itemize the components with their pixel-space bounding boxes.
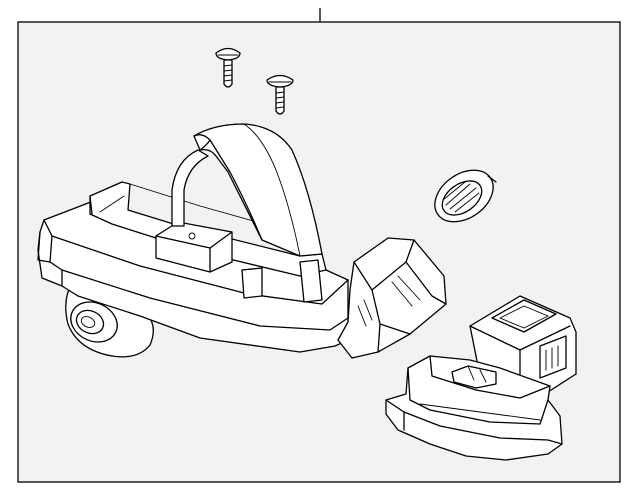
rear-camera-assembly [37,123,447,359]
screw-1 [215,47,241,88]
grommet [434,169,497,223]
screw-2 [266,74,294,115]
license-lamp [385,355,563,461]
